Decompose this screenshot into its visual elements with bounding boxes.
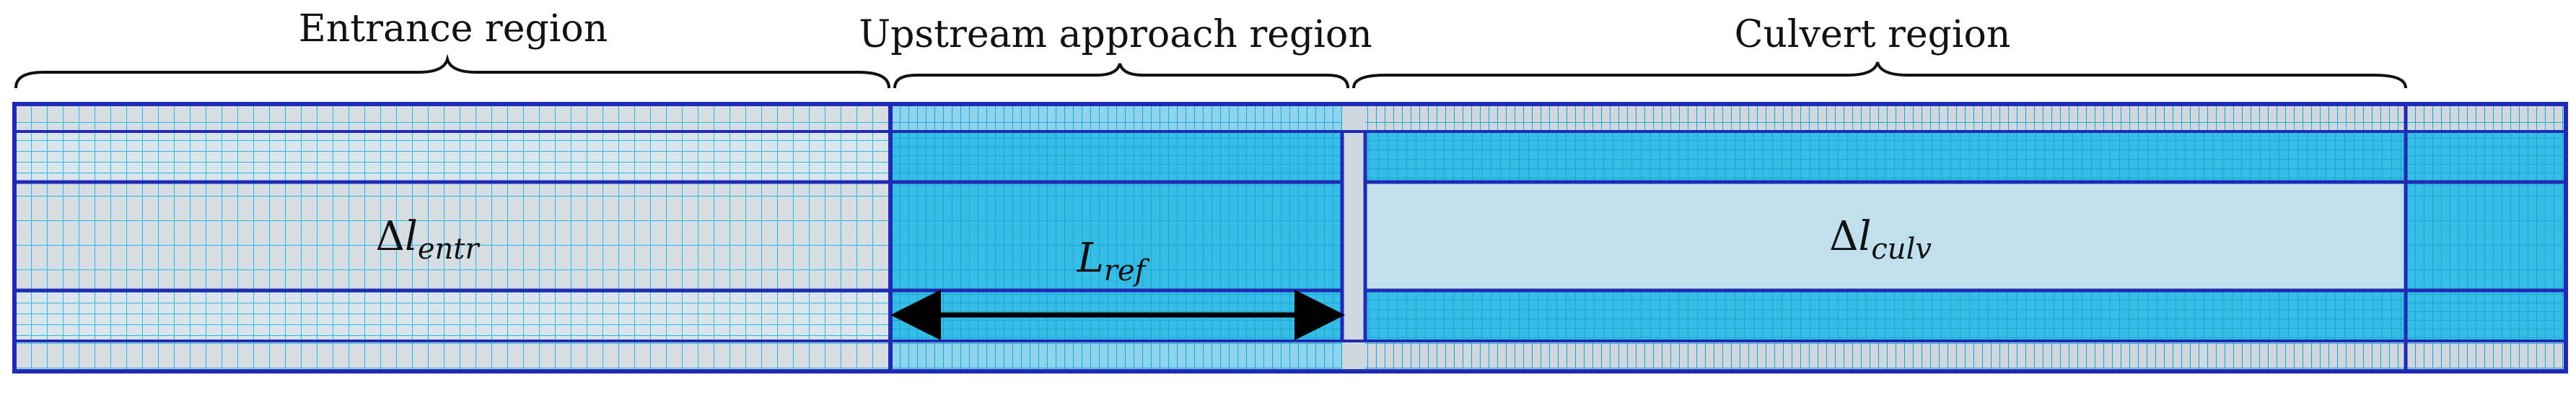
l-ref-label: Lref: [1077, 235, 1146, 288]
delta-l-culv-label: Δlculv: [1829, 213, 1932, 266]
culvert-brace: [1352, 61, 2407, 89]
culvert-mesh: [1365, 104, 2406, 371]
upstream-approach-region-label: Upstream approach region: [859, 13, 1372, 56]
entrance-mesh: [14, 104, 890, 371]
outlet-mesh: [2406, 104, 2566, 371]
gap-strip: [1342, 104, 1365, 371]
block-boundaries: [12, 102, 2568, 373]
entrance-region-label: Entrance region: [298, 7, 608, 51]
upstream-brace: [893, 63, 1349, 89]
culvert-region-label: Culvert region: [1734, 13, 2011, 56]
delta-l-entr-label: Δlentr: [375, 213, 479, 266]
upstream-mesh: [890, 104, 1342, 371]
entrance-brace: [14, 53, 890, 89]
